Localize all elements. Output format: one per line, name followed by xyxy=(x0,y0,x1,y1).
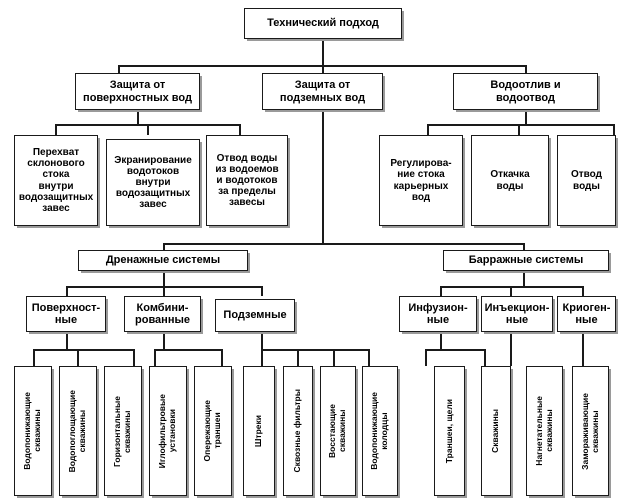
connector-surface-down xyxy=(66,332,68,350)
connector-level2-branch-1 xyxy=(118,65,120,74)
connector-underground-leaf-1 xyxy=(261,349,263,366)
connector-barrage-type-2 xyxy=(510,286,512,296)
connector-combined-leaf-2 xyxy=(221,349,223,366)
node-water-lowering-wells-label: Водопонижающие скважины xyxy=(22,392,42,470)
node-water-lowering-shafts-label: Водопонижающие колодцы xyxy=(369,392,389,470)
node-underground-type[interactable]: Подземные xyxy=(215,299,295,332)
root-node[interactable]: Технический подход xyxy=(244,8,402,39)
connector-level2-branch-3 xyxy=(525,65,527,74)
connector-drainage-type-1 xyxy=(66,286,68,296)
node-through-filters[interactable]: Сквозные фильтры xyxy=(283,366,313,496)
connector-right-bus xyxy=(427,124,614,126)
node-groundwater-protection[interactable]: Защита от подземных вод xyxy=(262,73,383,110)
node-surface-protection[interactable]: Защита от поверхностных вод xyxy=(75,73,200,110)
node-infusion-type[interactable]: Инфузион- ные xyxy=(399,296,477,332)
connector-combined-leaf-1 xyxy=(154,349,156,366)
connector-barrage-type-3 xyxy=(582,286,584,296)
node-water-lowering-wells[interactable]: Водопонижающие скважины xyxy=(14,366,52,496)
connector-underground-leaf-3 xyxy=(333,349,335,366)
connector-middle-long-down xyxy=(322,110,324,244)
connector-combined-down xyxy=(163,332,165,350)
node-water-diversion-outside[interactable]: Отвод воды из водоемов и водотоков за пр… xyxy=(206,135,288,226)
connector-underground-leaf-4 xyxy=(368,349,370,366)
connector-surface-leaf-2 xyxy=(77,349,79,366)
node-slope-runoff-interception[interactable]: Перехват склонового стока внутри водозащ… xyxy=(14,135,98,226)
connector-level2-branch-2 xyxy=(322,65,324,74)
connector-surface-leaf-1 xyxy=(33,349,35,366)
node-ascending-wells-label: Восстающие скважины xyxy=(327,404,347,458)
connector-surface-bus xyxy=(33,349,133,351)
node-surface-type[interactable]: Поверхност- ные xyxy=(26,296,106,332)
node-injection-wells[interactable]: Нагнетательные скважины xyxy=(526,366,563,496)
connector-infusion-down xyxy=(440,332,442,350)
node-drainage-systems[interactable]: Дренажные системы xyxy=(78,250,248,271)
connector-drainage-type-2 xyxy=(163,286,165,296)
node-freezing-wells-label: Замораживающие скважины xyxy=(579,392,600,470)
connector-systems-branch-left xyxy=(163,243,165,250)
connector-left-branch-1 xyxy=(55,124,57,135)
node-wellpoint-installations[interactable]: Иглофильтровые установки xyxy=(149,366,187,496)
connector-root-down xyxy=(322,39,324,66)
node-trenches-slots-label: Траншеи, щели xyxy=(443,398,454,464)
connector-injection-down xyxy=(510,332,512,366)
connector-right-branch-2 xyxy=(518,124,520,135)
node-through-filters-label: Сквозные фильтры xyxy=(292,389,303,473)
node-injection-wells-label: Нагнетательные скважины xyxy=(533,396,554,466)
connector-underground-leaf-2 xyxy=(297,349,299,366)
node-water-outlet[interactable]: Отвод воды xyxy=(557,135,616,226)
connector-surface-leaf-3 xyxy=(133,349,135,366)
connector-infusion-bus xyxy=(425,349,485,351)
node-drifts-label: Штреки xyxy=(253,414,264,448)
node-advance-trenches[interactable]: Опережающие траншеи xyxy=(194,366,232,496)
connector-barrage-down xyxy=(523,271,525,287)
connector-systems-bus xyxy=(163,243,523,245)
node-advance-trenches-label: Опережающие траншеи xyxy=(202,400,222,462)
node-quarry-runoff-regulation[interactable]: Регулирова- ние стока карьерных вод xyxy=(379,135,463,226)
node-combined-type[interactable]: Комбини- рованные xyxy=(124,296,201,332)
node-watercourse-screening[interactable]: Экранирование водотоков внутри водозащит… xyxy=(106,139,200,226)
connector-underground-down xyxy=(261,332,263,350)
connector-drainage-type-3 xyxy=(261,286,263,296)
connector-left-branch-2 xyxy=(147,124,149,135)
node-barrage-systems[interactable]: Барражные системы xyxy=(443,250,609,271)
connector-barrage-type-1 xyxy=(440,286,442,296)
node-water-absorbing-wells[interactable]: Водопоглощающие скважины xyxy=(59,366,97,496)
connector-right-branch-3 xyxy=(613,124,615,135)
connector-combined-bus xyxy=(154,349,222,351)
node-dewatering-drainage[interactable]: Водоотлив и водоотвод xyxy=(453,73,598,110)
node-boreholes[interactable]: Скважины xyxy=(481,366,511,496)
node-water-pumping[interactable]: Откачка воды xyxy=(471,135,549,226)
connector-systems-branch-right xyxy=(523,243,525,250)
connector-cryogenic-down xyxy=(582,332,584,366)
node-water-absorbing-wells-label: Водопоглощающие скважины xyxy=(67,389,87,473)
node-water-lowering-shafts[interactable]: Водопонижающие колодцы xyxy=(362,366,398,496)
connector-drainage-down xyxy=(163,271,165,287)
connector-underground-bus xyxy=(261,349,368,351)
node-boreholes-label: Скважины xyxy=(490,409,501,453)
node-wellpoint-installations-label: Иглофильтровые установки xyxy=(157,393,177,469)
connector-left-down xyxy=(137,110,139,125)
node-horizontal-wells[interactable]: Горизонтальные скважины xyxy=(104,366,142,496)
node-ascending-wells[interactable]: Восстающие скважины xyxy=(320,366,356,496)
connector-right-branch-1 xyxy=(427,124,429,135)
connector-right-down xyxy=(525,110,527,125)
connector-infusion-leaf-1 xyxy=(425,349,427,366)
connector-infusion-leaf-2 xyxy=(484,349,486,366)
node-injection-type[interactable]: Инъекцион- ные xyxy=(481,296,553,332)
node-freezing-wells[interactable]: Замораживающие скважины xyxy=(572,366,609,496)
node-cryogenic-type[interactable]: Криоген- ные xyxy=(557,296,616,332)
node-drifts[interactable]: Штреки xyxy=(243,366,275,496)
node-trenches-slots[interactable]: Траншеи, щели xyxy=(434,366,465,496)
connector-left-branch-3 xyxy=(239,124,241,135)
node-horizontal-wells-label: Горизонтальные скважины xyxy=(112,395,132,467)
